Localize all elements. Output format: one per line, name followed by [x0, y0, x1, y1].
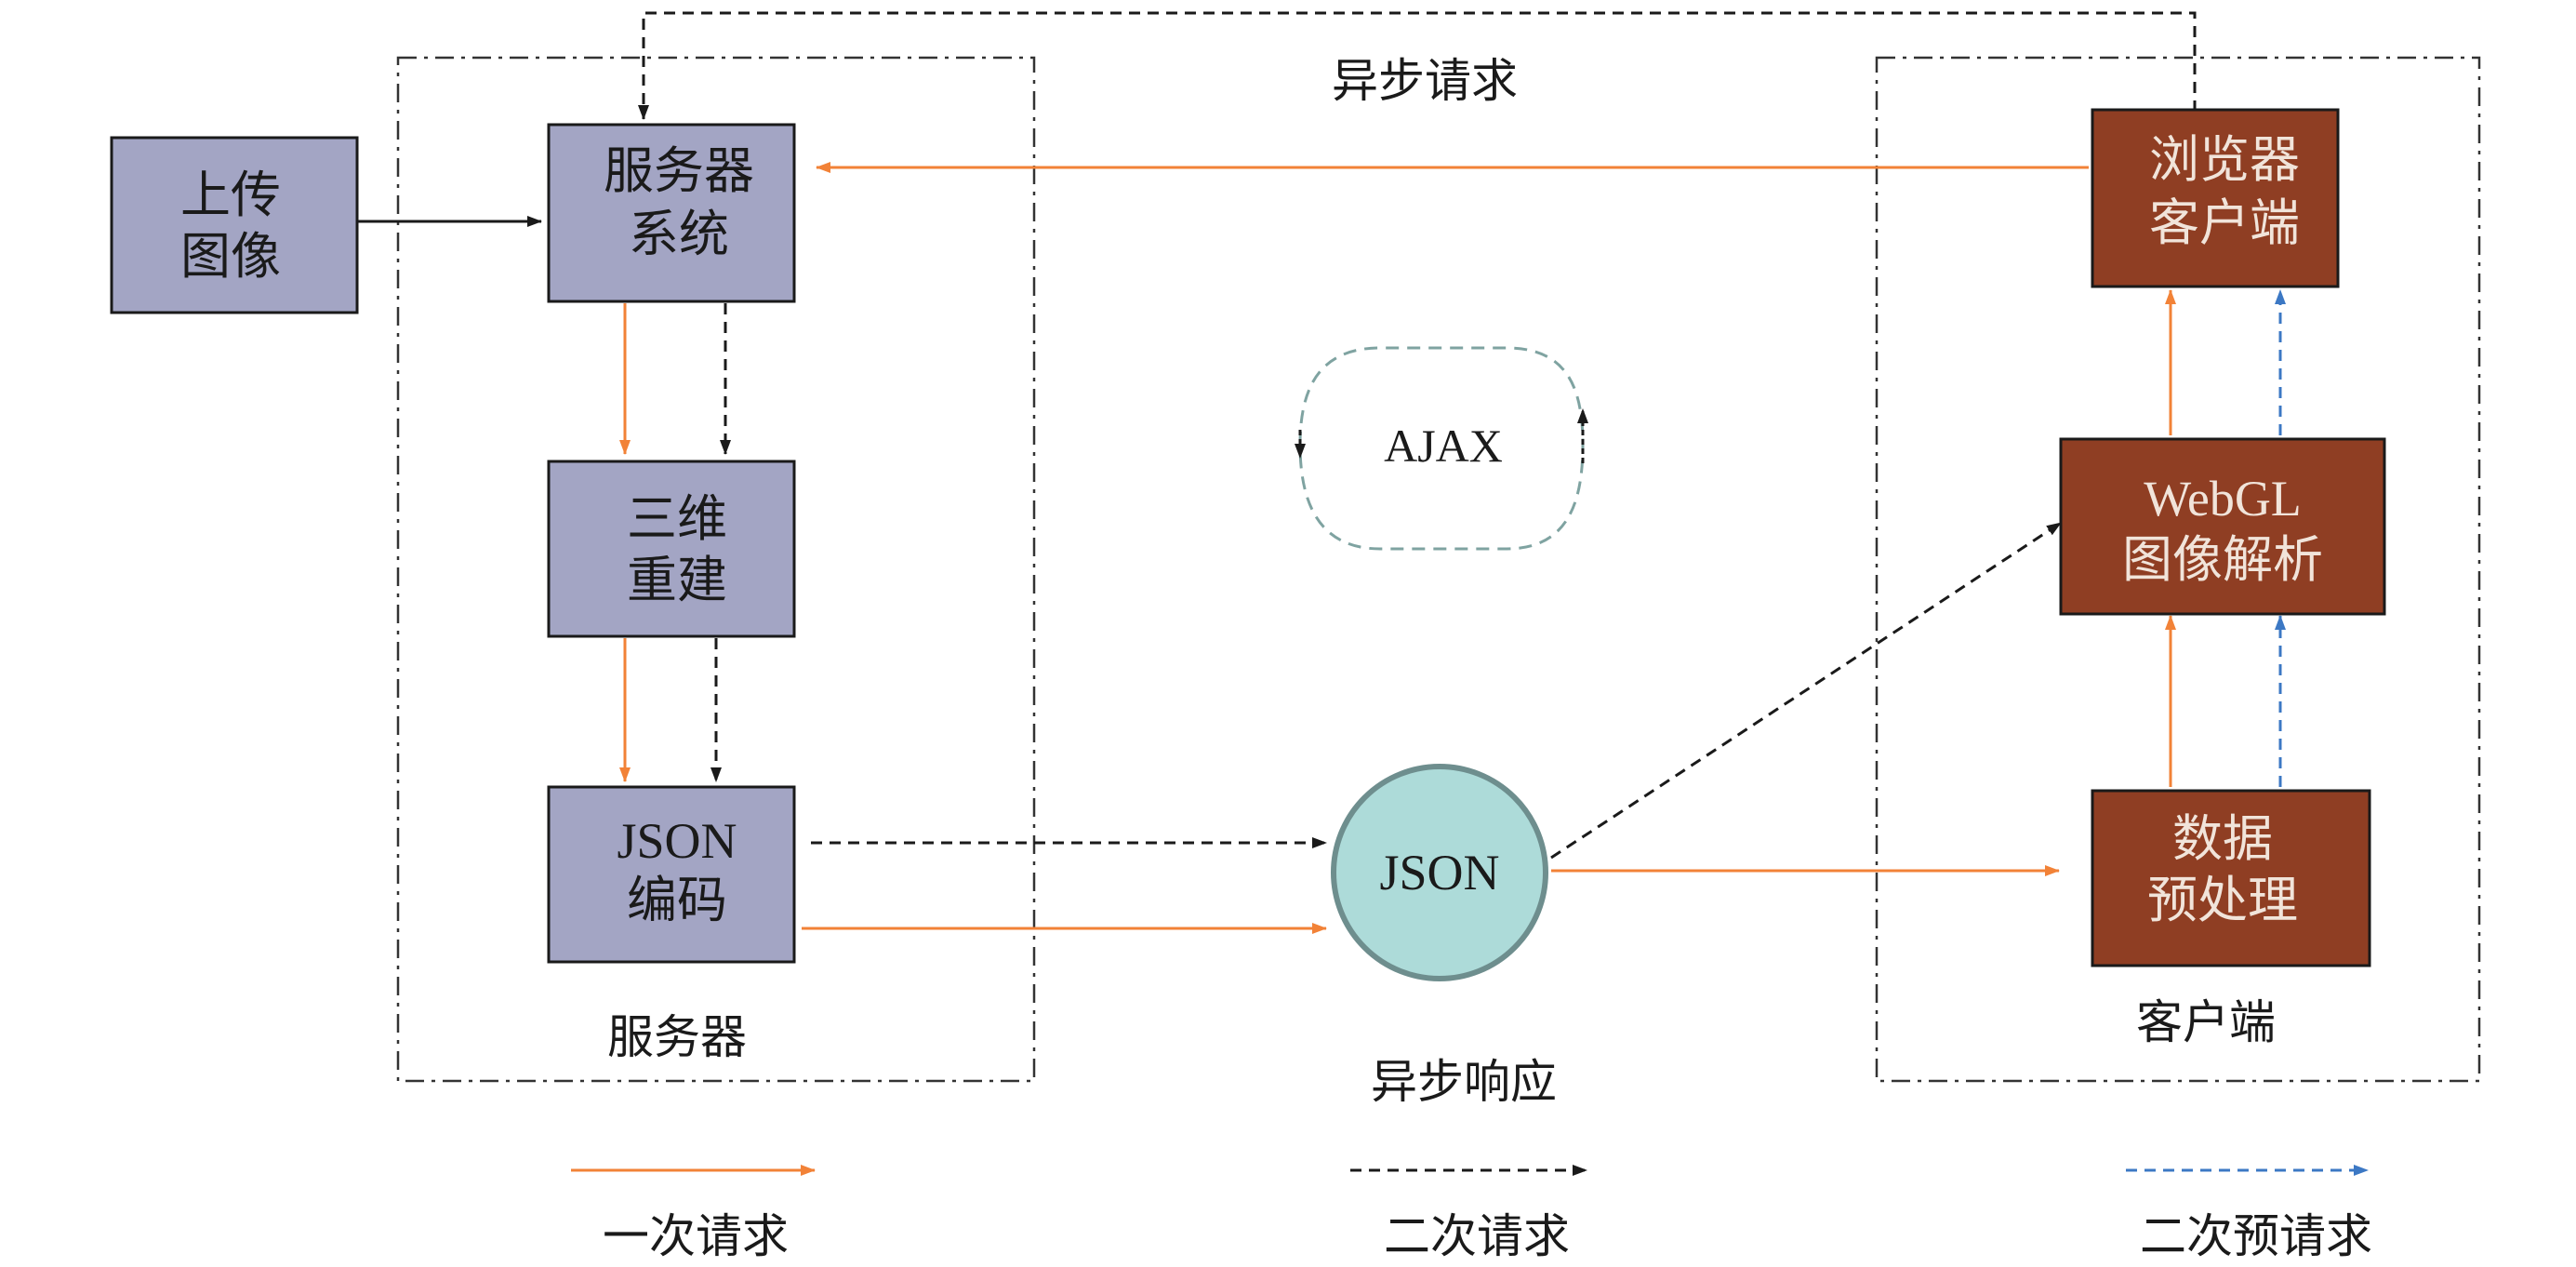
legend: 一次请求 二次请求 二次预请求	[571, 1165, 2372, 1262]
3d-reconstruction-node: 三维 重建	[547, 460, 796, 638]
legend-second-prerequest-label: 二次预请求	[2140, 1210, 2372, 1262]
svg-text:系统: 系统	[629, 207, 729, 262]
upload-image-node: 上传 图像	[110, 136, 359, 314]
svg-text:三维: 三维	[627, 491, 727, 547]
svg-text:数据: 数据	[2172, 811, 2273, 867]
svg-text:JSON: JSON	[617, 813, 737, 869]
svg-text:客户端: 客户端	[2149, 195, 2300, 251]
json-to-webgl-dashed	[1550, 521, 2062, 860]
async-response-label: 异步响应	[1371, 1056, 1557, 1108]
json-message-node: JSON	[1331, 764, 1548, 981]
async-request-path	[638, 11, 2197, 120]
svg-text:预处理: 预处理	[2147, 873, 2298, 928]
svg-text:图像: 图像	[180, 229, 281, 285]
svg-text:重建: 重建	[627, 553, 727, 608]
server-group-border	[396, 56, 1036, 1083]
async-request-label: 异步请求	[1332, 55, 1518, 107]
client-group-label: 客户端	[2136, 996, 2276, 1048]
ajax-label: AJAX	[1384, 420, 1503, 472]
svg-text:JSON: JSON	[1379, 845, 1499, 900]
data-preprocessing-node: 数据 预处理	[2091, 789, 2371, 967]
legend-first-request-label: 一次请求	[603, 1210, 789, 1262]
svg-text:WebGL: WebGL	[2144, 471, 2302, 527]
svg-text:上传: 上传	[180, 167, 281, 223]
server-group-label: 服务器	[607, 1011, 747, 1063]
webgl-parsing-node: WebGL 图像解析	[2059, 437, 2386, 616]
svg-text:服务器: 服务器	[604, 143, 754, 199]
svg-text:浏览器: 浏览器	[2149, 132, 2300, 188]
client-group-border	[1875, 56, 2481, 1083]
svg-text:编码: 编码	[627, 873, 727, 928]
server-system-node: 服务器 系统	[547, 123, 796, 303]
svg-text:图像解析: 图像解析	[2122, 532, 2323, 588]
browser-client-node: 浏览器 客户端	[2091, 108, 2340, 288]
legend-second-request-label: 二次请求	[1384, 1210, 1570, 1262]
json-encoding-node: JSON 编码	[547, 785, 796, 964]
